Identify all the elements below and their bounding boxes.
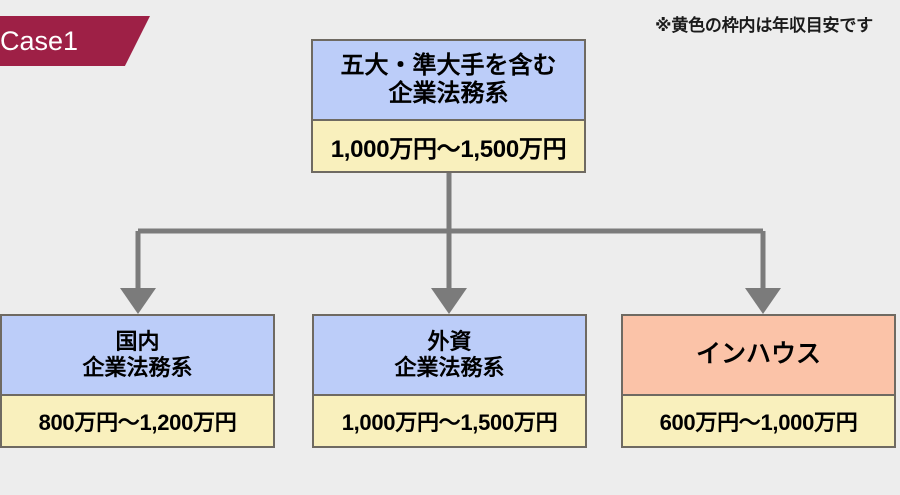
case-banner: Case1 bbox=[0, 16, 150, 66]
node-domestic-corporate-legal[interactable]: 国内 企業法務系 800万円〜1,200万円 bbox=[0, 314, 275, 448]
node-top-header: 五大・準大手を含む 企業法務系 bbox=[313, 41, 584, 121]
node-top-salary: 1,000万円〜1,500万円 bbox=[313, 121, 584, 171]
arrowhead-middle bbox=[431, 288, 467, 314]
node-foreign-salary: 1,000万円〜1,500万円 bbox=[314, 396, 585, 446]
arrowhead-left bbox=[120, 288, 156, 314]
node-domestic-salary: 800万円〜1,200万円 bbox=[2, 396, 273, 446]
node-top-title-line2: 企業法務系 bbox=[388, 80, 509, 107]
node-domestic-title-line2: 企業法務系 bbox=[82, 355, 193, 380]
node-foreign-title-line1: 外資 bbox=[427, 329, 472, 355]
node-top-title-line1: 五大・準大手を含む bbox=[340, 51, 557, 79]
node-inhouse-title-line1: インハウス bbox=[695, 340, 821, 369]
arrowhead-right bbox=[745, 288, 781, 314]
salary-note: ※黄色の枠内は年収目安です bbox=[655, 16, 873, 35]
node-inhouse-salary: 600万円〜1,000万円 bbox=[623, 396, 894, 446]
node-foreign-corporate-legal[interactable]: 外資 企業法務系 1,000万円〜1,500万円 bbox=[312, 314, 587, 448]
node-domestic-title-line1: 国内 bbox=[115, 329, 160, 355]
case-banner-label: Case1 bbox=[0, 25, 79, 56]
node-inhouse-header: インハウス bbox=[623, 316, 894, 396]
node-top-tier-corporate-legal[interactable]: 五大・準大手を含む 企業法務系 1,000万円〜1,500万円 bbox=[311, 39, 586, 173]
node-in-house[interactable]: インハウス 600万円〜1,000万円 bbox=[621, 314, 896, 448]
node-foreign-title-line2: 企業法務系 bbox=[394, 355, 505, 380]
node-foreign-header: 外資 企業法務系 bbox=[314, 316, 585, 396]
node-domestic-header: 国内 企業法務系 bbox=[2, 316, 273, 396]
